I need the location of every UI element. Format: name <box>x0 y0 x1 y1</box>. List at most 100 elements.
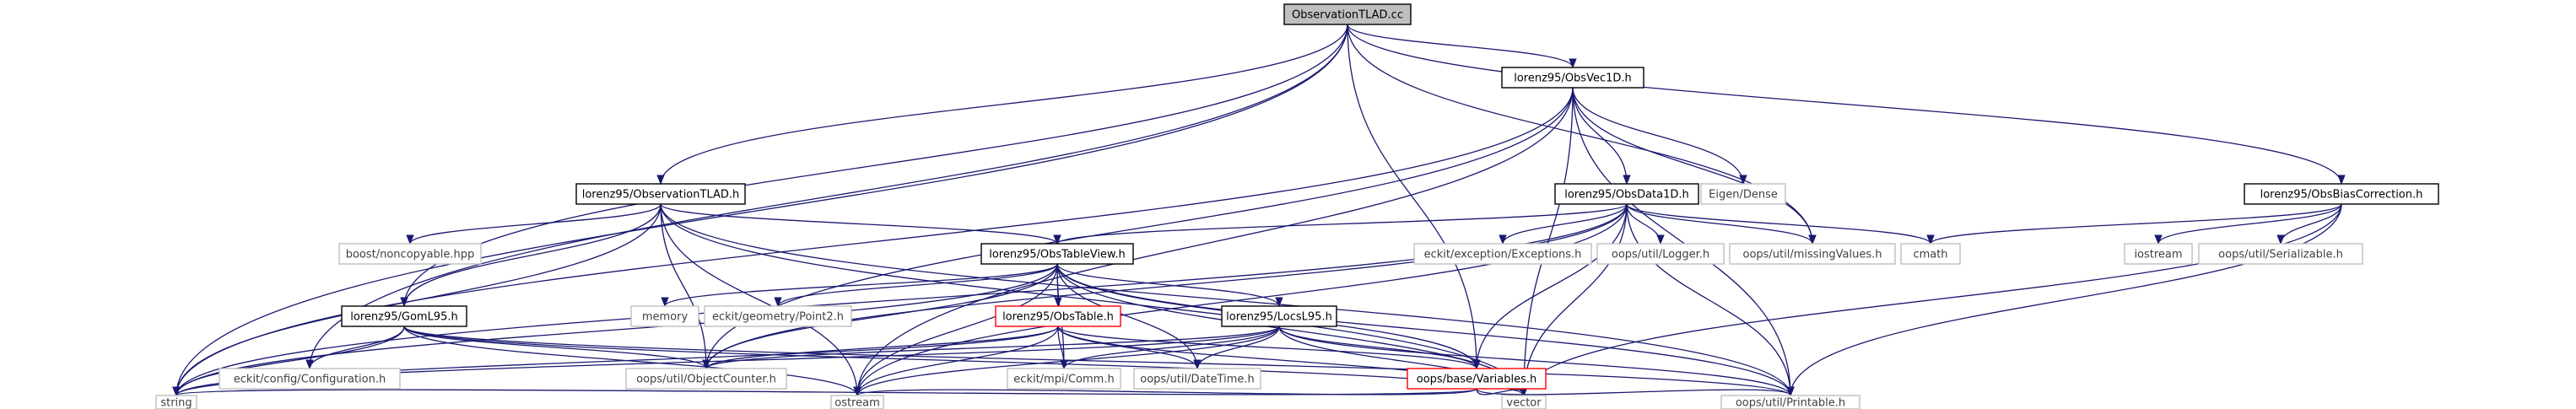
node-oops-util-objectcounter-h: oops/util/ObjectCounter.h <box>625 368 787 390</box>
edge-locs-to-ostream <box>853 326 1280 397</box>
node-box <box>2124 243 2193 265</box>
edge-gom-to-vector <box>403 326 1528 397</box>
node-eckit-exception-exceptions-h: eckit/exception/Exceptions.h <box>1413 243 1592 265</box>
edge-obstv-to-locs <box>1056 263 1283 308</box>
node-box <box>1413 243 1592 265</box>
node-box <box>1283 3 1412 25</box>
node-oops-util-logger-h: oops/util/Logger.h <box>1596 243 1725 265</box>
edge-obsbias-to-vector <box>1520 203 2342 397</box>
node-label: lorenz95/ObsData1D.h <box>1564 189 1689 202</box>
node-box <box>341 305 467 327</box>
node-label: lorenz95/ObsVec1D.h <box>1514 73 1632 85</box>
node-box <box>1554 183 1699 205</box>
node-label: eckit/mpi/Comm.h <box>1013 374 1114 386</box>
node-box <box>1700 183 1786 205</box>
node-label: iostream <box>2134 249 2182 261</box>
node-observationtlad-cc[interactable]: ObservationTLAD.cc <box>1283 3 1412 25</box>
edge-obstlad-to-printable <box>660 203 1795 397</box>
edge-obsvec-to-printable <box>1572 87 1795 397</box>
node-label: ObservationTLAD.cc <box>1292 9 1403 22</box>
edge-gom-to-objcounter <box>403 326 710 370</box>
edge-locs-to-datetime <box>1193 326 1280 370</box>
node-label: lorenz95/ObsBiasCorrection.h <box>2260 189 2423 202</box>
edge-obstv-to-objcounter <box>702 263 1058 370</box>
node-label: oops/util/Printable.h <box>1736 397 1845 409</box>
node-eckit-mpi-comm-h: eckit/mpi/Comm.h <box>1007 368 1121 390</box>
edge-root-to-obstlad <box>656 24 1348 186</box>
edge-obsdata-to-eckitexc <box>1499 203 1628 245</box>
node-label: boost/noncopyable.hpp <box>346 249 475 261</box>
node-label: oops/util/Logger.h <box>1612 249 1709 261</box>
node-iostream: iostream <box>2124 243 2193 265</box>
edge-obsdata-to-logger <box>1626 203 1665 245</box>
node-oops-util-datetime-h: oops/util/DateTime.h <box>1133 368 1261 390</box>
node-box <box>830 395 884 409</box>
node-lorenz95-obsdata1d-h[interactable]: lorenz95/ObsData1D.h <box>1554 183 1699 205</box>
node-label: oops/util/missingValues.h <box>1742 249 1882 261</box>
node-lorenz95-observationtlad-h[interactable]: lorenz95/ObservationTLAD.h <box>575 183 746 205</box>
edge-gom-to-printable <box>403 326 1795 397</box>
edge-root-to-string <box>172 24 1348 397</box>
node-box <box>1133 368 1261 390</box>
edge-obstable-to-variables <box>1057 326 1481 370</box>
node-box <box>1900 243 1961 265</box>
node-label: eckit/config/Configuration.h <box>234 374 386 386</box>
node-box <box>1501 67 1644 89</box>
node-oops-util-serializable-h: oops/util/Serializable.h <box>2198 243 2363 265</box>
edge-gom-to-eckitconf <box>305 326 405 370</box>
node-lorenz95-locsl95-h[interactable]: lorenz95/LocsL95.h <box>1221 305 1337 327</box>
edge-obsbias-to-cmath <box>1926 203 2342 245</box>
node-oops-base-variables-h[interactable]: oops/base/Variables.h <box>1407 368 1547 390</box>
edge-root-to-obsbias <box>1347 24 2346 186</box>
node-label: oops/util/Serializable.h <box>2218 249 2343 261</box>
edge-obsdata-to-cmath <box>1626 203 1935 245</box>
node-oops-util-printable-h: oops/util/Printable.h <box>1720 395 1860 409</box>
node-lorenz95-obstableview-h[interactable]: lorenz95/ObsTableView.h <box>980 243 1134 265</box>
node-oops-util-missingvalues-h: oops/util/missingValues.h <box>1729 243 1896 265</box>
edge-obsdata-to-missing <box>1626 203 1817 245</box>
node-box <box>630 305 699 327</box>
edge-variables-to-vector <box>1476 386 1528 397</box>
node-label: memory <box>642 311 689 324</box>
edge-obsvec-to-ostream <box>853 87 1574 397</box>
node-eckit-geometry-point2-h: eckit/geometry/Point2.h <box>704 305 852 327</box>
node-eigen-dense: Eigen/Dense <box>1700 183 1786 205</box>
node-cmath: cmath <box>1900 243 1961 265</box>
node-box <box>704 305 852 327</box>
node-label: eckit/exception/Exceptions.h <box>1424 249 1582 261</box>
edge-locs-to-printable <box>1278 326 1795 397</box>
node-label: lorenz95/ObsTable.h <box>1002 311 1114 324</box>
node-label: lorenz95/ObservationTLAD.h <box>582 189 740 202</box>
node-box <box>155 395 197 409</box>
edge-obsbias-to-printable <box>1786 203 2342 397</box>
node-box <box>625 368 787 390</box>
node-box <box>338 243 482 265</box>
node-label: ostream <box>834 397 880 409</box>
node-eckit-config-configuration-h: eckit/config/Configuration.h <box>219 368 401 390</box>
node-box <box>1596 243 1725 265</box>
node-memory: memory <box>630 305 699 327</box>
node-label: oops/util/ObjectCounter.h <box>636 374 776 386</box>
edge-obsdata-to-obstv <box>1053 203 1628 245</box>
node-box <box>1221 305 1337 327</box>
edge-obstlad-to-obstv <box>660 203 1061 245</box>
node-label: string <box>160 397 192 409</box>
edge-root-to-obsvec <box>1347 24 1577 69</box>
node-box <box>1720 395 1860 409</box>
node-lorenz95-obsbiascorrection-h[interactable]: lorenz95/ObsBiasCorrection.h <box>2244 183 2439 205</box>
node-label: Eigen/Dense <box>1709 189 1778 202</box>
edge-obstv-to-printable <box>1056 263 1795 397</box>
node-box <box>2244 183 2439 205</box>
edge-obsvec-to-missing <box>1572 87 1817 245</box>
edge-obstv-to-point2 <box>774 263 1058 308</box>
edge-obsdata-to-ostream <box>853 203 1628 397</box>
node-lorenz95-obstable-h[interactable]: lorenz95/ObsTable.h <box>995 305 1121 327</box>
node-label: oops/base/Variables.h <box>1417 374 1536 386</box>
node-vector: vector <box>1501 395 1547 409</box>
node-lorenz95-obsvec1d-h[interactable]: lorenz95/ObsVec1D.h <box>1501 67 1644 89</box>
node-box <box>1501 395 1547 409</box>
node-lorenz95-goml95-h[interactable]: lorenz95/GomL95.h <box>341 305 467 327</box>
edge-obstlad-to-string <box>172 203 662 397</box>
edge-locs-to-comm <box>1060 326 1280 370</box>
node-label: vector <box>1506 397 1542 409</box>
